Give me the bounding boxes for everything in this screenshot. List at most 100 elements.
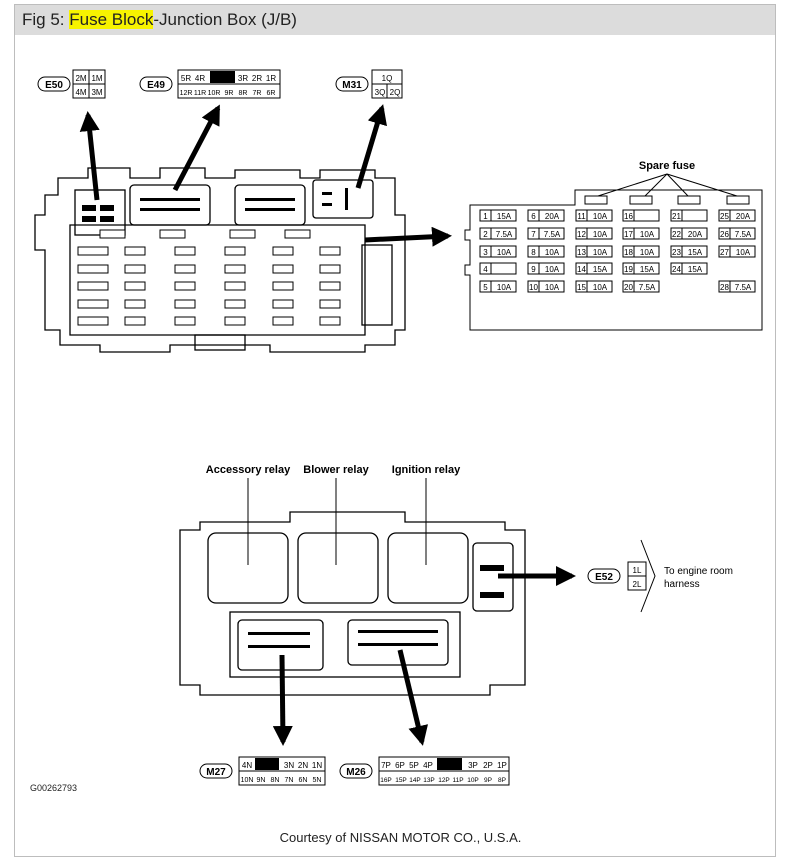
fuse-amperage: 10A: [640, 230, 655, 239]
svg-text:6R: 6R: [267, 90, 276, 97]
svg-text:8N: 8N: [271, 777, 280, 784]
svg-text:5N: 5N: [313, 777, 322, 784]
accessory-relay-label: Accessory relay: [206, 464, 291, 476]
svg-text:14P: 14P: [409, 777, 421, 784]
fuse-amperage: 10A: [593, 283, 608, 292]
fuse-amperage: 10A: [593, 230, 608, 239]
fuse-amperage: 15A: [593, 265, 608, 274]
fuse-amperage: 10A: [736, 248, 751, 257]
fuse-number: 13: [577, 248, 586, 257]
ignition-relay-label: Ignition relay: [392, 464, 461, 476]
fuse-12: 12 10A: [575, 227, 613, 240]
fuse-number: 16: [624, 212, 633, 221]
svg-text:1M: 1M: [91, 74, 102, 83]
svg-text:E52: E52: [595, 572, 613, 583]
fuse-number: 11: [577, 212, 586, 221]
fuse-number: 28: [720, 283, 729, 292]
fuse-number: 2: [483, 230, 488, 239]
svg-text:M26: M26: [346, 767, 366, 778]
figure-title: Fig 5: Fuse Block-Junction Box (J/B): [15, 5, 775, 35]
svg-text:12R: 12R: [180, 90, 193, 97]
connector-e49: E49 5R 4R 3R 2R 1R 12R 11R 10R 9R 8R 7R …: [139, 69, 281, 99]
svg-text:2Q: 2Q: [390, 88, 401, 97]
svg-text:6P: 6P: [395, 761, 405, 770]
fuse-amperage: 10A: [593, 248, 608, 257]
fuse-15: 15 10A: [575, 280, 613, 293]
fuse-number: 14: [577, 265, 586, 274]
svg-text:11P: 11P: [452, 777, 463, 784]
fuse-number: 9: [531, 265, 536, 274]
svg-text:E49: E49: [147, 80, 165, 91]
fuse-number: 20: [624, 283, 633, 292]
svg-text:2N: 2N: [298, 761, 308, 770]
fuse-25: 25 20A: [718, 209, 756, 222]
svg-text:7R: 7R: [253, 90, 262, 97]
svg-text:1Q: 1Q: [382, 74, 393, 83]
fuse-number: 5: [483, 283, 488, 292]
fuse-amperage: 10A: [497, 283, 512, 292]
fuse-number: 3: [483, 248, 488, 257]
svg-text:4P: 4P: [423, 761, 433, 770]
title-highlight: Fuse Block: [69, 10, 154, 29]
fuse-amperage: 7.5A: [544, 230, 561, 239]
fuse-number: 21: [672, 212, 681, 221]
svg-text:3N: 3N: [284, 761, 294, 770]
svg-text:To engine room: To engine room: [664, 566, 733, 577]
courtesy-credit: Courtesy of NISSAN MOTOR CO., U.S.A.: [279, 830, 522, 845]
fuse-number: 12: [577, 230, 586, 239]
svg-text:E50: E50: [45, 80, 63, 91]
fuse-number: 25: [720, 212, 729, 221]
fuse-amperage: 10A: [497, 248, 512, 257]
fuse-amperage: 7.5A: [735, 283, 752, 292]
fuse-28: 28 7.5A: [718, 280, 756, 293]
svg-text:7P: 7P: [381, 761, 391, 770]
svg-text:15P: 15P: [395, 777, 407, 784]
fuse-amperage: 20A: [736, 212, 751, 221]
fuse-number: 4: [483, 265, 488, 274]
fuse-number: 1: [483, 212, 488, 221]
svg-text:8R: 8R: [239, 90, 248, 97]
svg-text:11R: 11R: [194, 90, 206, 97]
svg-text:5P: 5P: [409, 761, 419, 770]
blower-relay-label: Blower relay: [303, 464, 369, 476]
svg-text:1L: 1L: [633, 566, 642, 575]
fuse-amperage: 15A: [640, 265, 655, 274]
svg-text:9N: 9N: [257, 777, 266, 784]
svg-text:2M: 2M: [75, 74, 86, 83]
svg-text:10N: 10N: [241, 777, 254, 784]
fuse-amperage: 10A: [545, 265, 560, 274]
svg-text:4R: 4R: [195, 74, 205, 83]
fuse-13: 13 10A: [575, 245, 613, 258]
connector-pin-hints: [82, 188, 348, 222]
fuse-14: 14 15A: [575, 262, 613, 275]
fuse-number: 24: [672, 265, 681, 274]
svg-text:16P: 16P: [380, 777, 392, 784]
svg-text:M31: M31: [342, 80, 362, 91]
svg-text:2P: 2P: [483, 761, 493, 770]
fuse-amperage: 10A: [545, 283, 560, 292]
svg-text:10P: 10P: [467, 777, 479, 784]
svg-text:harness: harness: [664, 579, 700, 590]
svg-text:M27: M27: [206, 767, 226, 778]
fuse-9: 9 10A: [527, 262, 565, 275]
fuse-number: 15: [577, 283, 586, 292]
svg-text:12P: 12P: [438, 777, 450, 784]
fuse-number: 19: [624, 265, 633, 274]
svg-text:7N: 7N: [285, 777, 294, 784]
svg-text:8P: 8P: [498, 777, 506, 784]
svg-text:5R: 5R: [181, 74, 191, 83]
svg-text:9R: 9R: [225, 90, 234, 97]
connector-m31: M31 1Q 3Q 2Q: [335, 69, 403, 99]
